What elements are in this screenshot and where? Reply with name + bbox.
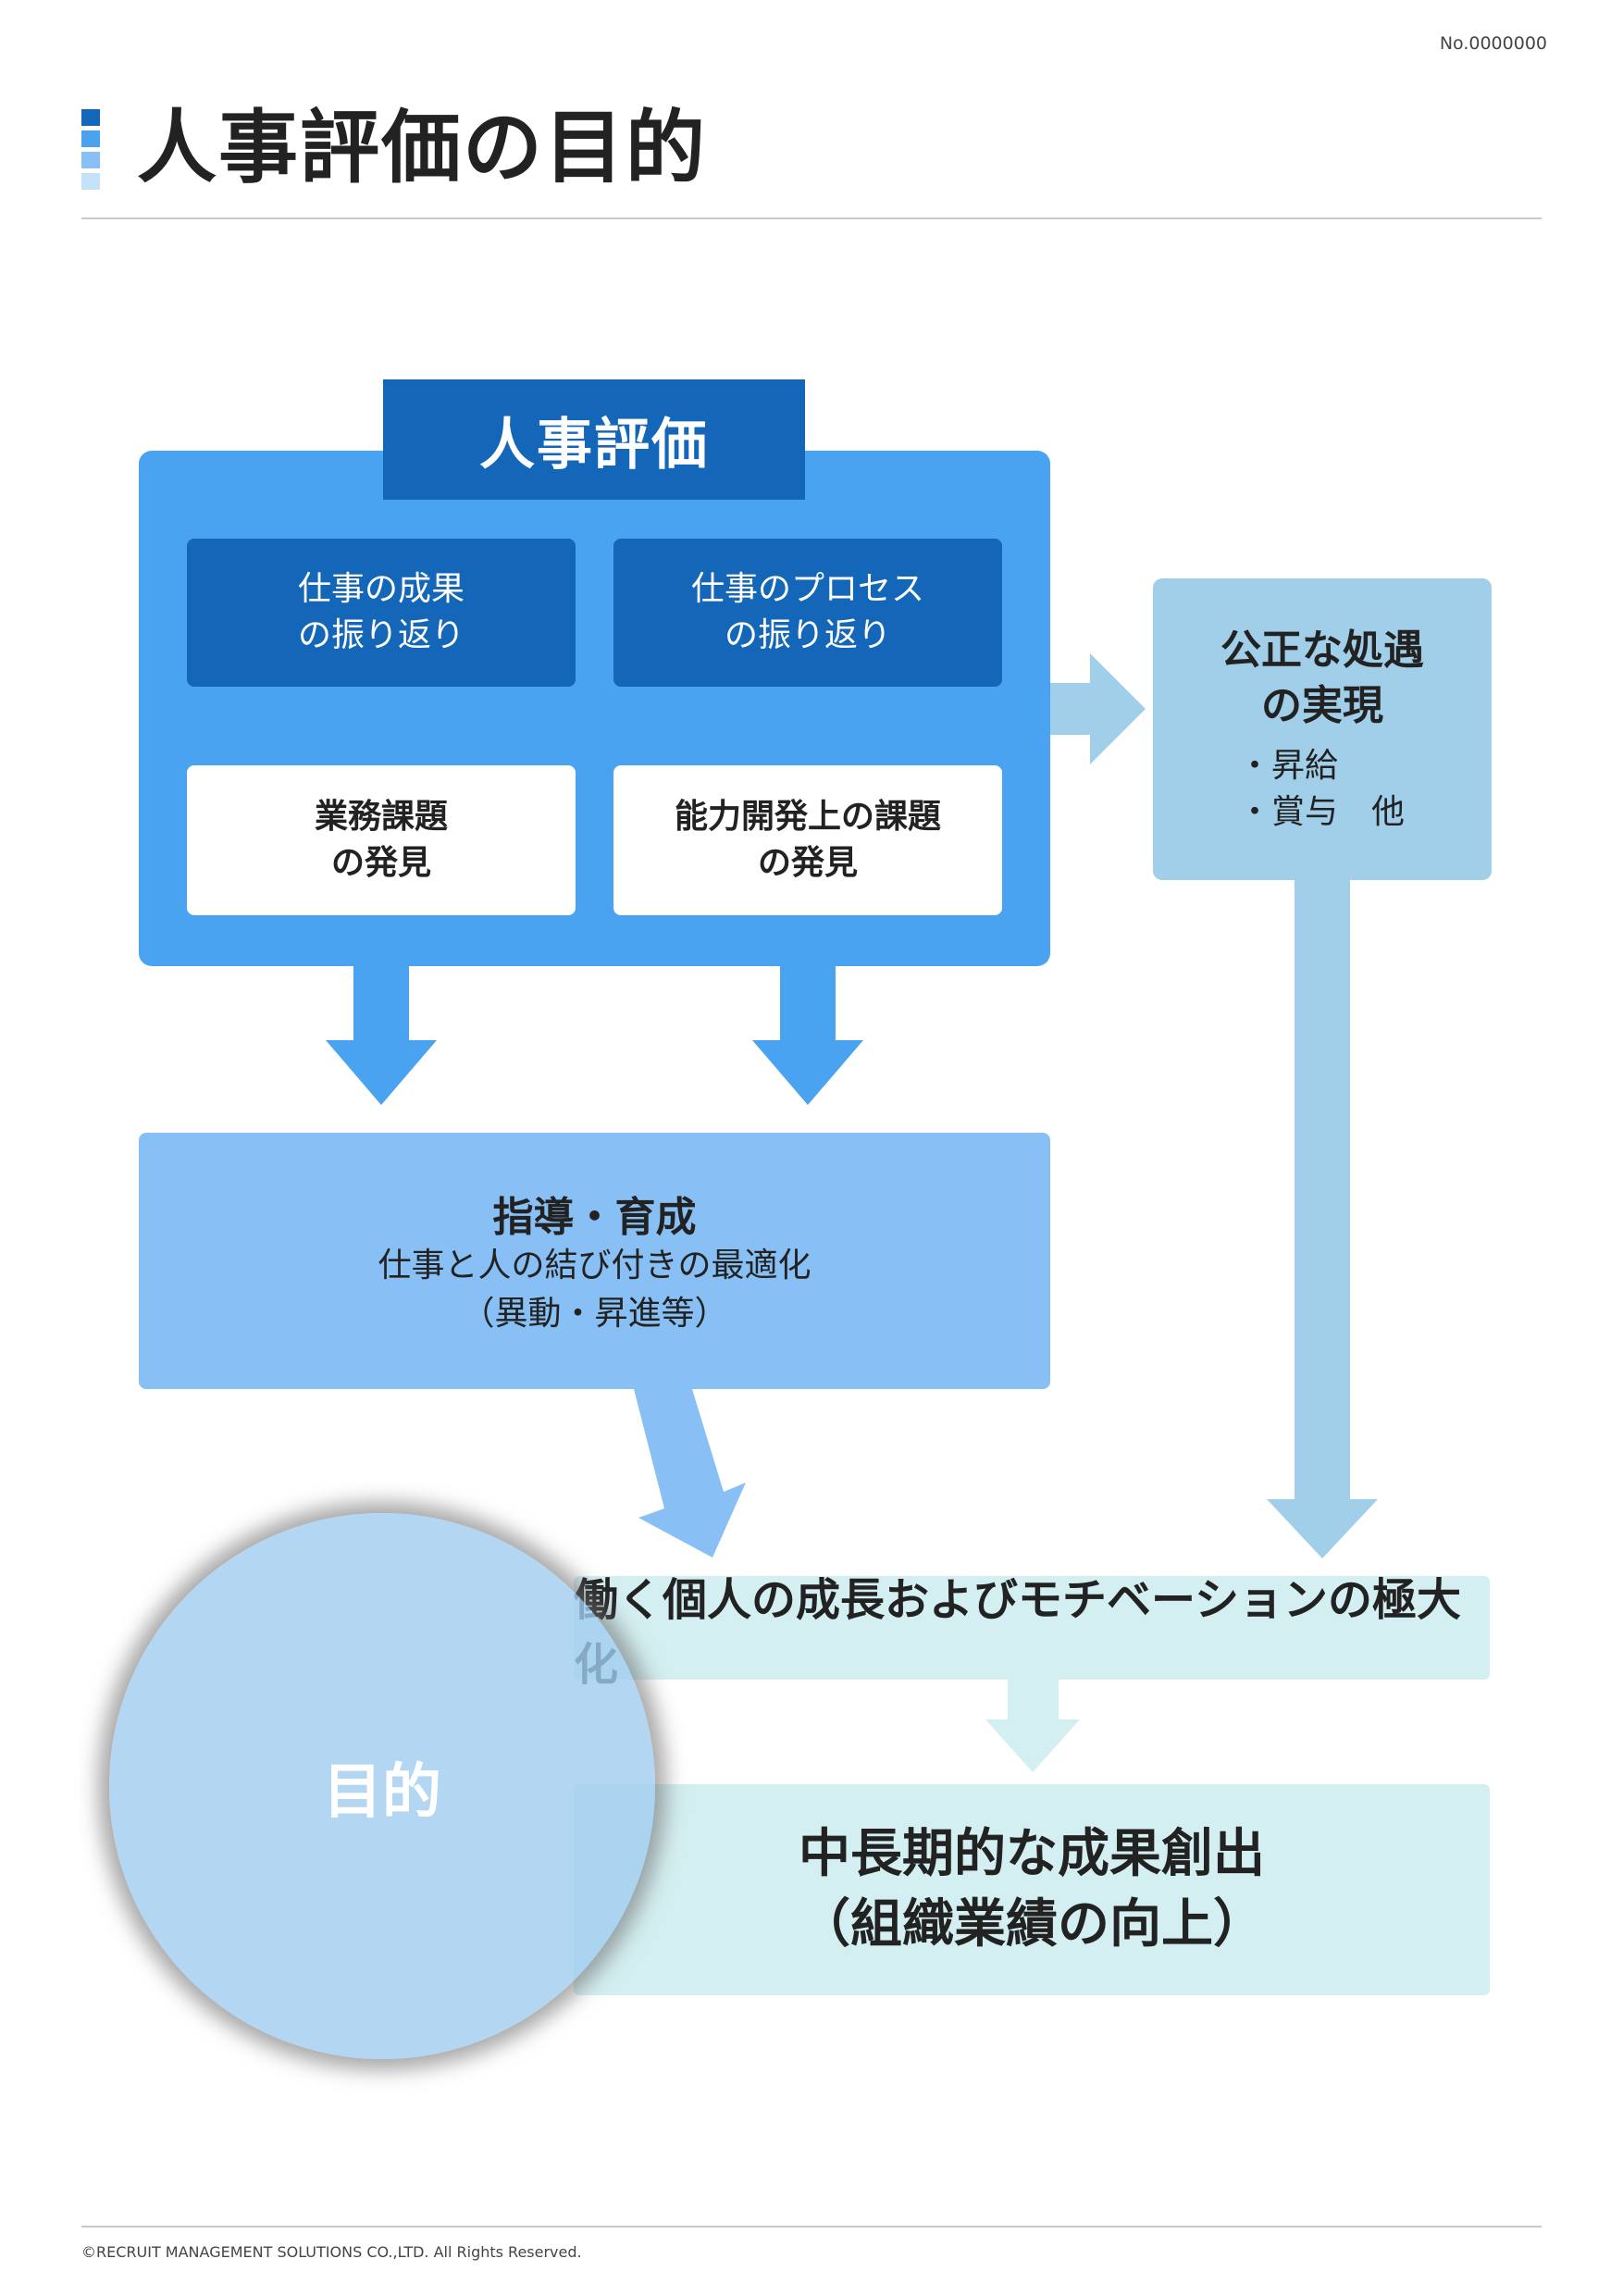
task-discovery-line2: の発見	[330, 844, 431, 882]
fair-treatment-item-raise: ・昇給	[1238, 747, 1339, 785]
purpose-circle	[109, 1513, 655, 2059]
arrow-panel-to-guidance-right	[752, 966, 863, 1105]
fair-treatment-title: 公正な処遇 の実現	[1153, 623, 1492, 734]
outcome-text: 中長期的な成果創出 （組織業績の向上）	[574, 1819, 1490, 1960]
outcome-box: 中長期的な成果創出 （組織業績の向上）	[574, 1784, 1490, 1995]
outcome-line2: （組織業績の向上）	[799, 1894, 1265, 1955]
fair-treatment-title-line2: の実現	[1261, 682, 1383, 729]
ability-discovery-line2: の発見	[757, 844, 858, 882]
guidance-line2: （異動・昇進等）	[461, 1295, 728, 1333]
task-discovery-box: 業務課題 の発見	[187, 765, 576, 915]
guidance-box: 指導・育成 仕事と人の結び付きの最適化 （異動・昇進等）	[139, 1133, 1050, 1389]
growth-box: 働く個人の成長およびモチベーションの極大化	[574, 1574, 1490, 1691]
process-review-line1: 仕事のプロセス	[690, 570, 924, 608]
guidance-title: 指導・育成	[492, 1194, 697, 1241]
arrow-growth-to-outcome	[985, 1680, 1080, 1772]
title-accent-mark	[81, 109, 100, 194]
arrow-panel-to-fair	[1050, 653, 1146, 764]
arrow-panel-to-guidance-left	[326, 966, 437, 1105]
copyright-footer: ©RECRUIT MANAGEMENT SOLUTIONS CO.,LTD. A…	[81, 2243, 582, 2261]
footer-divider	[81, 2226, 1542, 2228]
document-number: No.0000000	[1439, 33, 1547, 54]
growth-text: 働く個人の成長およびモチベーションの極大化	[574, 1574, 1462, 1691]
arrow-fair-to-growth	[1267, 880, 1378, 1558]
results-review-line1: 仕事の成果	[297, 570, 465, 608]
guidance-line1: 仕事と人の結び付きの最適化	[378, 1247, 812, 1285]
page-title: 人事評価の目的	[137, 102, 707, 194]
outcome-line1: 中長期的な成果創出	[799, 1824, 1265, 1884]
results-review-line2: の振り返り	[297, 616, 465, 654]
process-review-line2: の振り返り	[724, 616, 891, 654]
task-discovery-line1: 業務課題	[314, 798, 448, 836]
process-review-box: 仕事のプロセス の振り返り	[613, 539, 1002, 687]
ability-discovery-box: 能力開発上の課題 の発見	[613, 765, 1002, 915]
fair-treatment-item-bonus: ・賞与 他	[1238, 793, 1406, 831]
purpose-label: 目的	[323, 1758, 441, 1827]
arrow-guidance-to-growth	[634, 1389, 746, 1558]
hr-evaluation-label: 人事評価	[383, 379, 805, 500]
fair-treatment-items: ・昇給 ・賞与 他	[1238, 743, 1405, 836]
fair-treatment-title-line1: 公正な処遇	[1220, 627, 1424, 674]
ability-discovery-line1: 能力開発上の課題	[674, 798, 941, 836]
header-divider	[81, 217, 1542, 219]
guidance-subtitle: 仕事と人の結び付きの最適化 （異動・昇進等）	[139, 1242, 1050, 1338]
results-review-box: 仕事の成果 の振り返り	[187, 539, 576, 687]
fair-treatment-box: 公正な処遇 の実現 ・昇給 ・賞与 他	[1153, 578, 1492, 880]
